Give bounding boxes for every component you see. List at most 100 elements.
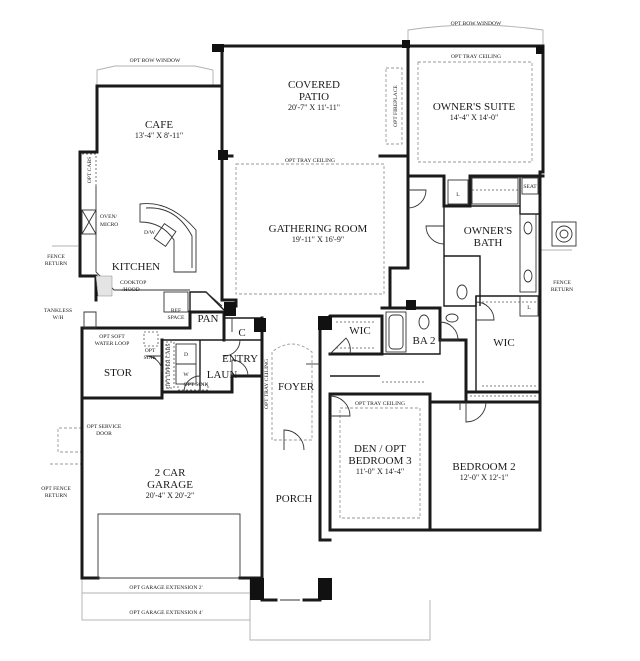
room-gathering-dims: 19'-11" X 16'-9" [292, 235, 344, 244]
owners-sink-2 [523, 269, 533, 283]
note-linen-1: L [456, 192, 460, 198]
door-owners-bath[interactable] [425, 225, 445, 245]
room-bedroom2-name: BEDROOM 2 [452, 461, 515, 473]
opt-cabs-outline [82, 153, 97, 186]
ac-fan-icon [555, 225, 573, 243]
door-entry[interactable] [223, 339, 241, 357]
kitchen-sink [153, 222, 177, 248]
kitchen-island-bar [145, 207, 193, 268]
door-porch[interactable] [283, 429, 305, 451]
room-owners-suite-dims: 14'-4" X 14'-0" [450, 113, 499, 122]
wall-owners-bath-2 [444, 205, 520, 306]
room-den-dims: 11'-0" X 14'-4" [356, 467, 404, 476]
note-fence-return-left-2: RETURN [45, 261, 67, 267]
note-opt-tray-ceiling-den: OPT TRAY CEILING [355, 401, 405, 407]
note-opt-cabs: OPT CABS [87, 157, 93, 183]
door-wic-center[interactable] [329, 337, 351, 355]
room-owners-bath-name-1: OWNER'S [464, 225, 512, 237]
room-covered-patio-name-1: COVERED [288, 79, 340, 91]
note-linen-2: L [527, 305, 531, 311]
cooktop-hatch [95, 275, 113, 297]
linen-closet-2 [519, 295, 539, 317]
owners-vanity [519, 213, 537, 293]
note-opt-tray-ceiling-foyer: OPT TRAY CEILING [264, 359, 270, 409]
room-bedroom2-dims: 12'-0" X 12'-1" [460, 473, 509, 482]
wic-right-shelf [482, 301, 536, 387]
garage-door[interactable] [97, 513, 241, 579]
room-laun-name: LAUN [207, 369, 238, 381]
porch-extension-outline [249, 600, 431, 641]
room-porch-name: PORCH [276, 493, 313, 505]
door-laundry[interactable] [231, 359, 249, 377]
opt-tray-ceiling-gathering-outline [235, 163, 385, 295]
door-garage-entry[interactable] [183, 375, 201, 393]
door-owners-suite[interactable] [407, 189, 427, 209]
note-opt-fence-return-1: OPT FENCE [41, 486, 71, 492]
opt-sink-laun [177, 383, 209, 391]
ac-unit-icon [551, 221, 577, 247]
fridge-space [163, 291, 189, 313]
note-seat: SEAT [523, 184, 537, 190]
door-wic-right[interactable] [475, 301, 495, 321]
column [402, 40, 410, 48]
wall-pantry [189, 291, 225, 312]
note-opt-sink-1: OPT [145, 348, 156, 354]
wic-center-shelf [336, 321, 376, 349]
note-washer: W [183, 372, 189, 378]
opt-tray-ceiling-owner-outline [417, 61, 533, 163]
oven-x [81, 209, 97, 235]
room-stor-name: STOR [104, 367, 133, 379]
room-ba2-name: BA 2 [413, 335, 436, 347]
room-pan-name: PAN [198, 313, 219, 325]
door-pantry[interactable] [205, 291, 223, 307]
note-opt-bow-window-cafe: OPT BOW WINDOW [130, 58, 181, 64]
wall-garage-east [248, 448, 264, 580]
wall-east [430, 170, 542, 532]
opt-tray-ceiling-foyer-outline [271, 343, 313, 441]
room-covered-patio-dims: 20'-7" X 11'-11" [288, 103, 340, 112]
opt-bow-window-owner [407, 24, 544, 46]
column [224, 302, 236, 316]
note-opt-soft-2: WATER LOOP [95, 341, 130, 347]
owners-toilet [456, 284, 468, 300]
column [218, 150, 228, 160]
column [318, 578, 332, 600]
room-garage-name-2: GARAGE [147, 479, 193, 491]
owners-sink-1 [523, 221, 533, 235]
room-garage-dims: 20'-4" X 20'-2" [146, 491, 195, 500]
note-opt-garage-ext-4: OPT GARAGE EXTENSION 4' [129, 610, 202, 616]
opt-fireplace-outline [385, 67, 403, 145]
note-opt-garage-ext-2: OPT GARAGE EXTENSION 2' [129, 585, 202, 591]
note-oven-micro-1: OVEN/ [100, 214, 118, 220]
room-den-name-2: BEDROOM 3 [348, 455, 412, 467]
owners-shower [471, 177, 519, 205]
note-opt-sink-laun: OPT SINK [184, 382, 209, 388]
note-cooktop-2: /HOOD [122, 287, 140, 293]
room-kitchen-name: KITCHEN [112, 261, 160, 273]
door-den[interactable] [329, 395, 351, 417]
note-opt-service-door-1: OPT SERVICE [87, 424, 122, 430]
column [212, 44, 224, 52]
note-opt-soft-1: OPT SOFT [99, 334, 125, 340]
note-ref-2: SPACE [168, 315, 185, 321]
column [250, 578, 264, 600]
room-entry-name: ENTRY [222, 353, 258, 365]
opt-bow-window-cafe [96, 65, 214, 85]
note-fence-return-right-1: FENCE [553, 280, 571, 286]
tankless-wh [83, 311, 97, 329]
door-stor[interactable] [145, 355, 163, 373]
note-tankless-2: W/H [53, 315, 64, 321]
wall-gathering-east [388, 174, 410, 308]
door-bedroom2[interactable] [465, 401, 487, 423]
note-opt-fireplace: OPT FIREPLACE [393, 85, 399, 127]
note-opt-service-door-2: DOOR [96, 431, 112, 437]
opt-service-door [57, 427, 82, 453]
opt-sink-garage [143, 331, 159, 347]
note-dw: D/W [144, 230, 156, 236]
door-ba2[interactable] [439, 321, 459, 341]
note-opt-upper-cabs: OPT UPPER CABS [166, 343, 172, 388]
linen-closet-1 [447, 179, 469, 205]
room-den-name-1: DEN / OPT [354, 443, 406, 455]
room-owners-bath-name-2: BATH [474, 237, 503, 249]
